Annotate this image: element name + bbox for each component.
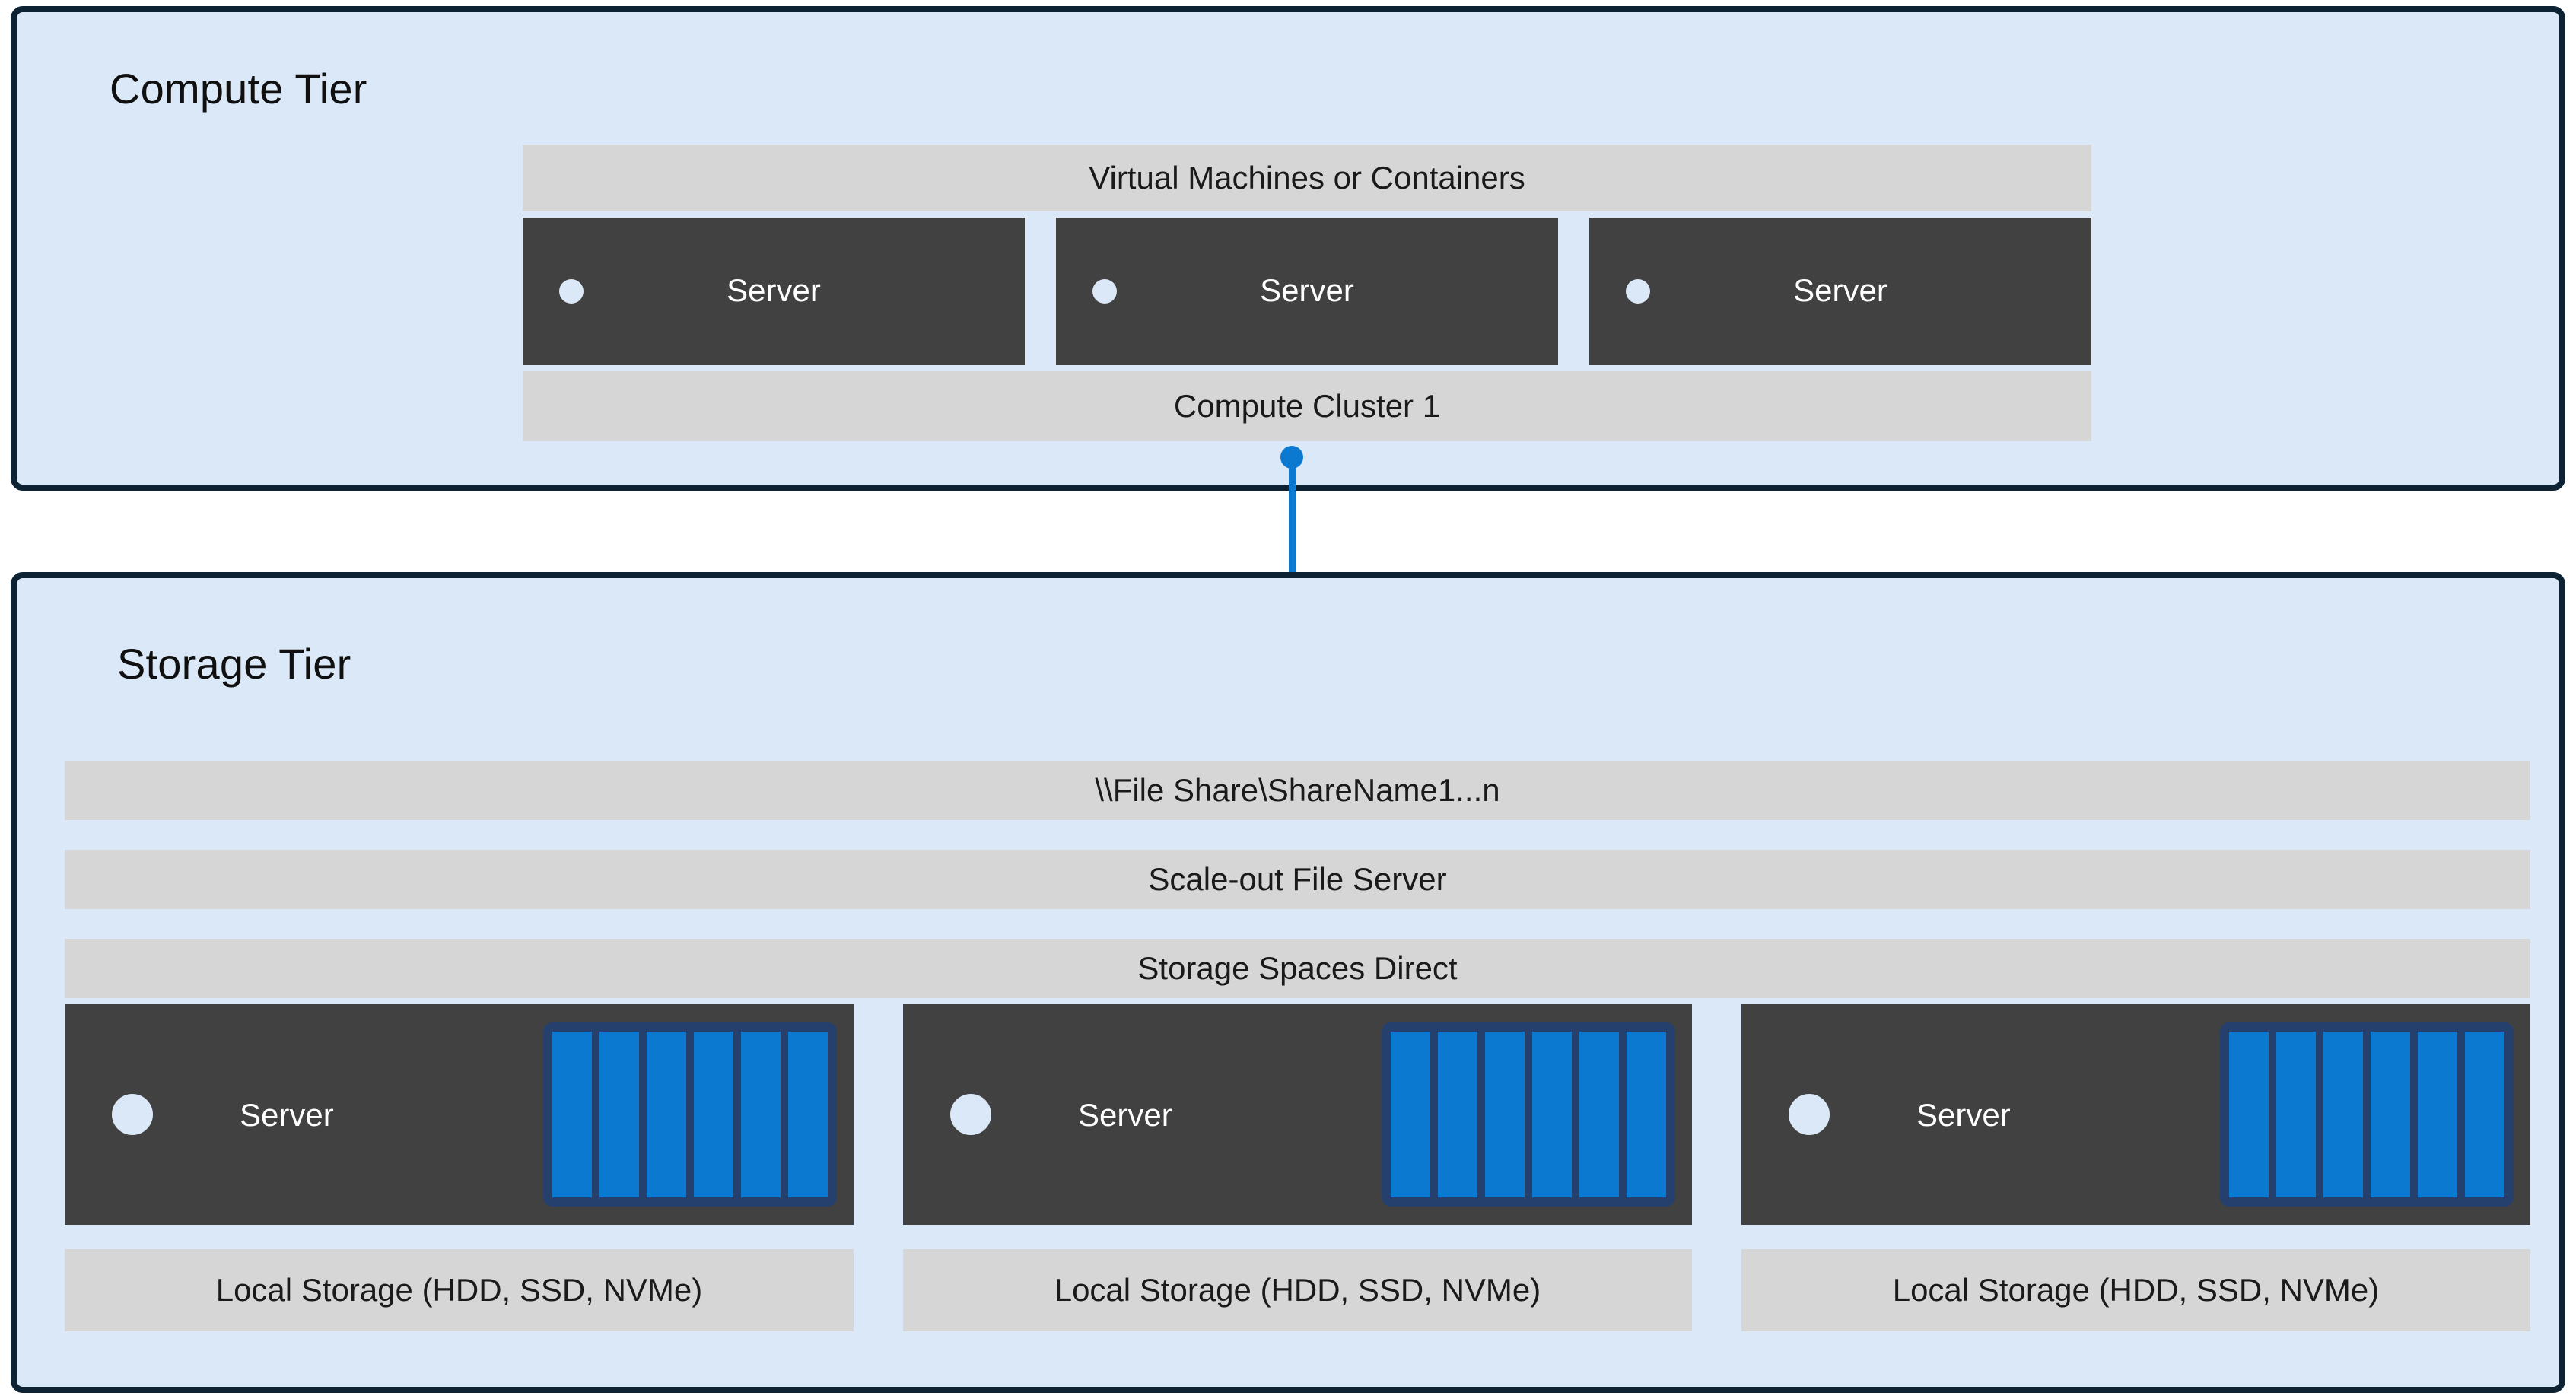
disk-bar xyxy=(599,1032,639,1197)
compute-server-2[interactable]: Server xyxy=(1056,218,1558,365)
disk-array-1 xyxy=(543,1022,837,1207)
disk-bar xyxy=(694,1032,733,1197)
disk-bar xyxy=(1391,1032,1430,1197)
disk-bar xyxy=(1579,1032,1619,1197)
storage-server-3-label: Server xyxy=(1916,1097,2011,1133)
storage-spaces-direct-band: Storage Spaces Direct xyxy=(65,939,2530,998)
compute-server-1-label: Server xyxy=(727,272,821,308)
storage-server-1[interactable]: Server xyxy=(65,1004,854,1225)
storage-tier-container: Storage Tier \\File Share\ShareName1...n… xyxy=(11,572,2565,1393)
compute-cluster-band-label: Compute Cluster 1 xyxy=(1173,388,1441,424)
storage-server-2[interactable]: Server xyxy=(903,1004,1692,1225)
status-led-icon xyxy=(559,279,584,304)
scale-out-file-server-band-label: Scale-out File Server xyxy=(1148,861,1447,897)
disk-bar xyxy=(2371,1032,2410,1197)
storage-server-1-label: Server xyxy=(240,1097,334,1133)
compute-tier-container: Compute Tier Virtual Machines or Contain… xyxy=(11,6,2565,491)
connector-dot-top-icon xyxy=(1280,446,1303,469)
disk-bar xyxy=(2465,1032,2504,1197)
local-storage-band-2-label: Local Storage (HDD, SSD, NVMe) xyxy=(1054,1272,1541,1308)
disk-bar xyxy=(1485,1032,1525,1197)
storage-node-1: Server Local Storage (HDD, SSD, NVMe) xyxy=(65,1004,854,1331)
scale-out-file-server-band: Scale-out File Server xyxy=(65,850,2530,909)
disk-bar xyxy=(2276,1032,2316,1197)
storage-server-2-label: Server xyxy=(1078,1097,1172,1133)
local-storage-band-1-label: Local Storage (HDD, SSD, NVMe) xyxy=(215,1272,703,1308)
virtual-machines-band: Virtual Machines or Containers xyxy=(523,145,2091,211)
disk-bar xyxy=(552,1032,592,1197)
storage-server-row: Server Local Storage (HDD, SSD, NVMe) xyxy=(65,1004,2530,1331)
compute-server-3[interactable]: Server xyxy=(1589,218,2091,365)
compute-cluster-band: Compute Cluster 1 xyxy=(523,371,2091,441)
status-led-icon xyxy=(112,1094,153,1135)
disk-bar xyxy=(1627,1032,1666,1197)
virtual-machines-band-label: Virtual Machines or Containers xyxy=(1089,160,1525,196)
storage-spaces-direct-band-label: Storage Spaces Direct xyxy=(1137,950,1458,986)
storage-node-3: Server Local Storage (HDD, SSD, NVMe) xyxy=(1741,1004,2530,1331)
disk-bar xyxy=(2418,1032,2457,1197)
status-led-icon xyxy=(1626,279,1650,304)
disk-bar xyxy=(2323,1032,2363,1197)
storage-server-3[interactable]: Server xyxy=(1741,1004,2530,1225)
disk-array-2 xyxy=(1382,1022,1675,1207)
status-led-icon xyxy=(1092,279,1117,304)
connector-line xyxy=(1289,455,1296,612)
status-led-icon xyxy=(950,1094,991,1135)
disk-bar xyxy=(788,1032,828,1197)
compute-cluster-block: Virtual Machines or Containers Server Se… xyxy=(523,145,2091,441)
disk-bar xyxy=(647,1032,686,1197)
local-storage-band-1: Local Storage (HDD, SSD, NVMe) xyxy=(65,1249,854,1331)
disk-bar xyxy=(1438,1032,1477,1197)
file-share-band: \\File Share\ShareName1...n xyxy=(65,761,2530,820)
storage-tier-title: Storage Tier xyxy=(117,640,351,688)
disk-bar xyxy=(2229,1032,2269,1197)
status-led-icon xyxy=(1789,1094,1830,1135)
compute-server-2-label: Server xyxy=(1260,272,1354,308)
disk-bar xyxy=(1532,1032,1572,1197)
disk-array-3 xyxy=(2220,1022,2514,1207)
file-share-band-label: \\File Share\ShareName1...n xyxy=(1095,772,1500,808)
local-storage-band-3-label: Local Storage (HDD, SSD, NVMe) xyxy=(1892,1272,2380,1308)
storage-node-2: Server Local Storage (HDD, SSD, NVMe) xyxy=(903,1004,1692,1331)
disk-bar xyxy=(741,1032,781,1197)
local-storage-band-2: Local Storage (HDD, SSD, NVMe) xyxy=(903,1249,1692,1331)
compute-server-1[interactable]: Server xyxy=(523,218,1025,365)
compute-tier-title: Compute Tier xyxy=(110,65,367,113)
local-storage-band-3: Local Storage (HDD, SSD, NVMe) xyxy=(1741,1249,2530,1331)
compute-server-3-label: Server xyxy=(1793,272,1887,308)
